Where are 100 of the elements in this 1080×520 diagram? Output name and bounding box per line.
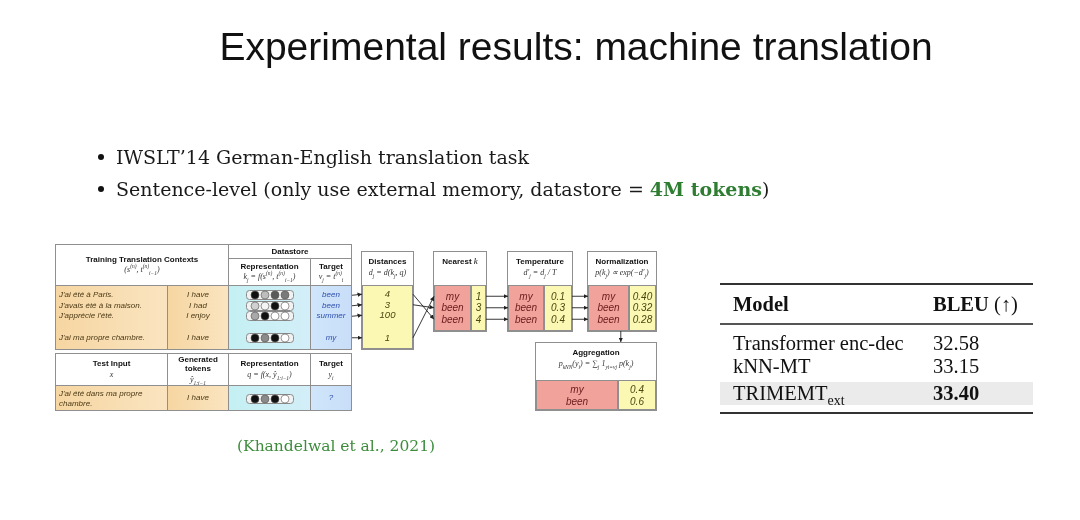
column-heading: Representation [240,359,299,369]
target-token: been [322,300,340,311]
target-prefix: I have [187,332,209,343]
target-token: ? [328,393,334,403]
score-cell [544,285,572,331]
column-heading: Representation [240,261,299,272]
target-prefix-cell [167,285,229,350]
token: been [597,302,620,314]
source-sentence: J'ai été à Paris. [59,290,114,301]
probability-cell [618,380,656,410]
distance-value: 4 [384,289,391,300]
score-value: 0.3 [551,302,565,314]
source-sentence: J'avais été à la maison. [59,300,142,311]
representation-cell [228,285,311,350]
source-sentences-cell [55,285,168,350]
temperature-panel [507,251,573,332]
formula: x [109,368,114,380]
token: been [597,313,620,325]
column-heading: Target [319,261,343,272]
token: my [570,383,584,396]
probability-value: 0.32 [632,302,653,314]
test-sentence: J'ai été dans ma propre chambre. [59,389,144,408]
distances-cell [362,285,413,349]
bleu-score: 33.15 [933,355,980,377]
nearest-panel [433,251,487,332]
panel-heading: Normalization [595,257,649,267]
formula: y$_{i}$ [328,368,334,380]
token: my [601,290,616,302]
bullet-text: Sentence-level (only use external memory, datastore = 4M tokens) [116,177,770,202]
probability-value: 0.40 [632,290,653,302]
target-token: been [322,290,340,301]
column-header: BLEU (↑) [933,293,1018,315]
token-cell [588,285,629,331]
token: been [441,313,464,325]
generated-token: I have [187,393,209,403]
formula: p$_{kNN}$(y$_{i}$) = ∑$_{j}$ 1$_{yi=vj}$ p(k$_{j}$) [558,357,634,369]
formula: q = f(x, ŷ$_{1:i−1}$) [247,368,292,380]
panel-heading: Nearest k [442,257,478,267]
formula: p(k$_{j}$) ∝ exp(−d′$_{j}$) [595,266,649,278]
panel-heading: Distances [368,257,407,267]
distance-value: 3 [475,302,482,314]
model-name: kNN-MT [733,355,811,377]
target-tokens-cell [310,285,352,350]
panel-heading: Aggregation [572,348,620,358]
bleu-score: 33.40 [933,382,980,404]
column-heading: Target [319,359,343,369]
distance-value: 1 [475,290,482,302]
formula: ŷ$_{1:i−1}$ [190,373,206,385]
probability-value: 0.28 [632,313,653,325]
target-prefix: I had [189,300,207,311]
target-prefix: I have [187,290,209,301]
source-sentence: J'apprécie l'été. [59,311,115,322]
test-input-cell [55,385,168,411]
probability-value: 0.6 [630,396,644,409]
representation-cell [228,385,311,411]
formula: d′$_{j}$ = d$_{j}$ / T [523,266,557,278]
header-cell [55,244,229,286]
distance-value: 1 [384,332,391,343]
normalization-panel [587,251,657,332]
column-heading: Training Translation Contexts [85,254,199,264]
generated-tokens-cell [167,385,229,411]
distance-value: 4 [475,313,482,325]
column-heading: Test Input [92,359,131,369]
formula: d$_{j}$ = d(k$_{j}$, q) [368,266,407,278]
distance-value: 3 [384,299,391,310]
token: my [445,290,460,302]
slide-title: Experimental results: machine translation [218,24,934,70]
panel-heading: Temperature [516,257,564,267]
score-value: 0.4 [551,313,565,325]
token: been [565,396,589,409]
header-cell [55,353,168,386]
token: my [519,290,533,302]
target-prefix: I enjoy [186,311,210,322]
distance-cell [471,285,486,331]
header-cell [310,353,352,386]
distances-panel [361,251,414,350]
source-sentence: J'ai ma propre chambre. [59,332,145,343]
model-name: TRIMEMT$_{ext}$ [733,382,845,404]
header-cell [167,353,229,386]
citation: (Khandelwal et al., 2021) [237,436,436,456]
bleu-score: 32.58 [933,332,980,354]
formula: (s$^{(n)}$, t$^{(n)}$$_{i−1}$) [124,264,160,276]
token: been [514,313,538,325]
column-heading: Generated tokens [177,354,219,374]
probability-cell [629,285,656,331]
bullet-text: IWSLT’14 German-English translation task [116,145,530,170]
distance-value: 100 [379,310,396,321]
token-cell [536,380,618,410]
model-name: Transformer enc-dec [733,332,904,354]
column-header: Model [733,293,789,315]
target-cell [310,385,352,411]
column-heading: Datastore [271,246,309,257]
target-token: summer [316,311,346,322]
probability-value: 0.4 [630,383,644,396]
formula: k$_{j}$ = f(s$^{(n)}$, t$^{(n)}$$_{i−1}$) [243,271,296,283]
token: been [441,302,464,314]
token: been [514,302,538,314]
token-cell [508,285,544,331]
target-token: my [325,332,337,343]
token-cell [434,285,471,331]
